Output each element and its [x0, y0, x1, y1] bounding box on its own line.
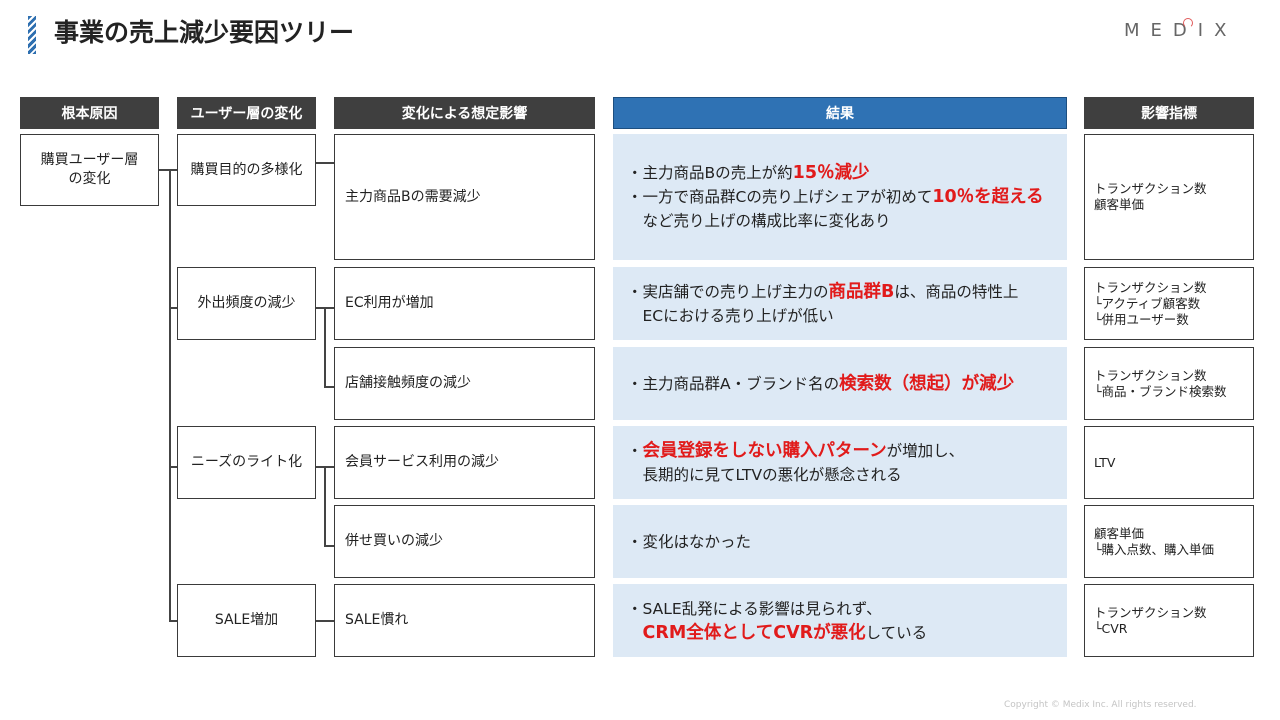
- result-text: ECにおける売り上げが低い: [627, 306, 834, 325]
- logo-accent-icon: [1183, 18, 1193, 28]
- user-change-box: 外出頻度の減少: [177, 267, 316, 340]
- metric-box: LTV: [1084, 426, 1254, 499]
- result-line: ECにおける売り上げが低い: [627, 304, 1067, 328]
- impact-box: 併せ買いの減少: [334, 505, 595, 578]
- result-text: ・実店舗での売り上げ主力の: [627, 282, 829, 301]
- result-panel: ・実店舗での売り上げ主力の商品群Bは、商品の特性上 ECにおける売り上げが低い: [613, 267, 1067, 340]
- impact-box: 会員サービス利用の減少: [334, 426, 595, 499]
- metric-box: トランザクション数 └アクティブ顧客数 └併用ユーザー数: [1084, 267, 1254, 340]
- metric-line: └商品・ブランド検索数: [1094, 383, 1227, 399]
- metric-line: 顧客単価: [1094, 197, 1145, 212]
- metric-line: └アクティブ顧客数: [1094, 295, 1201, 311]
- user-change-label: 購買目的の多様化: [190, 161, 303, 178]
- result-text: ・SALE乱発による影響は見られず、: [627, 599, 882, 618]
- impact-label: EC利用が増加: [345, 295, 434, 311]
- result-text: 長期的に見てLTVの悪化が懸念される: [627, 465, 902, 484]
- impact-box: 主力商品Bの需要減少: [334, 134, 595, 260]
- result-highlight: 15％減少: [792, 163, 870, 183]
- result-line: ・会員登録をしない購入パターンが増加し、: [627, 439, 1067, 463]
- result-line: ・主力商品群A・ブランド名の検索数（想起）が減少: [627, 372, 1067, 396]
- user-change-box: 購買目的の多様化: [177, 134, 316, 206]
- metric-line: LTV: [1094, 454, 1116, 470]
- impact-label: 店舗接触頻度の減少: [345, 375, 471, 391]
- connector-line: [315, 620, 334, 622]
- result-text: は、商品の特性上: [894, 282, 1019, 301]
- metric-line: トランザクション数: [1094, 604, 1207, 620]
- root-cause-box: 購買ユーザー層の変化: [20, 134, 159, 206]
- user-change-box: SALE増加: [177, 584, 316, 657]
- user-change-label: ニーズのライト化: [190, 454, 303, 470]
- connector-line: [315, 162, 334, 164]
- metric-box: トランザクション数 顧客単価: [1084, 134, 1254, 260]
- impact-box: EC利用が増加: [334, 267, 595, 340]
- header-impact: 変化による想定影響: [334, 97, 595, 129]
- header-user-change: ユーザー層の変化: [177, 97, 316, 129]
- result-line: CRM全体としてCVRが悪化している: [627, 621, 1067, 645]
- medix-logo: MEDIX: [1124, 20, 1238, 41]
- header-metrics: 影響指標: [1084, 97, 1254, 129]
- result-highlight: 検索数（想起）が減少: [839, 373, 1015, 394]
- copyright-notice: Copyright © Medix Inc. All rights reserv…: [1004, 700, 1197, 710]
- result-line: ・実店舗での売り上げ主力の商品群Bは、商品の特性上: [627, 280, 1067, 304]
- result-line: 長期的に見てLTVの悪化が懸念される: [627, 463, 1067, 487]
- connector-line: [169, 307, 178, 309]
- result-highlight: 会員登録をしない購入パターン: [642, 440, 887, 461]
- result-text: が増加し、: [886, 441, 965, 460]
- page-title: 事業の売上減少要因ツリー: [54, 18, 355, 47]
- result-text: など売り上げの構成比率に変化あり: [627, 212, 891, 230]
- result-panel: ・主力商品Bの売上が約15％減少 ・一方で商品群Cの売り上げシェアが初めて10％…: [613, 134, 1067, 260]
- result-panel: ・会員登録をしない購入パターンが増加し、 長期的に見てLTVの悪化が懸念される: [613, 426, 1067, 499]
- result-panel: ・主力商品群A・ブランド名の検索数（想起）が減少: [613, 347, 1067, 420]
- impact-label: 会員サービス利用の減少: [345, 454, 499, 470]
- result-text: ・: [627, 441, 643, 460]
- metric-box: トランザクション数 └CVR: [1084, 584, 1254, 657]
- metric-line: └購入点数、購入単価: [1094, 541, 1215, 557]
- impact-box: SALE慣れ: [334, 584, 595, 657]
- metric-box: 顧客単価 └購入点数、購入単価: [1084, 505, 1254, 578]
- connector-line: [324, 466, 326, 546]
- metric-line: トランザクション数: [1094, 181, 1207, 196]
- header-result: 結果: [613, 97, 1067, 129]
- result-highlight: 10％を超える: [932, 187, 1044, 207]
- result-line: など売り上げの構成比率に変化あり: [627, 209, 1067, 233]
- result-highlight: 商品群B: [828, 281, 895, 302]
- metric-line: 顧客単価: [1094, 525, 1145, 541]
- result-panel: ・変化はなかった: [613, 505, 1067, 578]
- result-text: ・変化はなかった: [627, 532, 752, 551]
- result-text: ・主力商品群A・ブランド名の: [627, 374, 840, 393]
- connector-line: [169, 169, 171, 621]
- result-line: ・SALE乱発による影響は見られず、: [627, 597, 1067, 621]
- connector-line: [324, 545, 334, 547]
- result-text: している: [865, 623, 928, 642]
- impact-label: SALE慣れ: [345, 612, 409, 628]
- result-line: ・主力商品Bの売上が約15％減少: [627, 161, 1067, 185]
- connector-line: [169, 169, 178, 171]
- result-text: ・主力商品Bの売上が約: [627, 164, 793, 182]
- connector-line: [169, 466, 178, 468]
- user-change-label: SALE増加: [214, 612, 279, 628]
- user-change-label: 外出頻度の減少: [197, 295, 296, 311]
- result-text: [627, 624, 643, 642]
- metric-line: トランザクション数: [1094, 279, 1207, 295]
- connector-line: [158, 169, 170, 171]
- metric-line: └併用ユーザー数: [1094, 311, 1189, 327]
- user-change-box: ニーズのライト化: [177, 426, 316, 499]
- connector-line: [324, 307, 326, 387]
- header-root-cause: 根本原因: [20, 97, 159, 129]
- connector-line: [324, 386, 334, 388]
- impact-box: 店舗接触頻度の減少: [334, 347, 595, 420]
- title-accent-bar: [28, 16, 36, 54]
- result-highlight: CRM全体としてCVRが悪化: [642, 622, 866, 643]
- result-panel: ・SALE乱発による影響は見られず、 CRM全体としてCVRが悪化している: [613, 584, 1067, 657]
- metric-box: トランザクション数 └商品・ブランド検索数: [1084, 347, 1254, 420]
- metric-line: └CVR: [1094, 620, 1128, 636]
- result-line: ・一方で商品群Cの売り上げシェアが初めて10％を超える: [627, 185, 1067, 209]
- connector-line: [169, 620, 178, 622]
- root-cause-label: 購買ユーザー層の変化: [40, 152, 139, 187]
- impact-label: 併せ買いの減少: [345, 533, 443, 549]
- result-line: ・変化はなかった: [627, 530, 1067, 554]
- impact-label: 主力商品Bの需要減少: [345, 188, 481, 205]
- result-text: ・一方で商品群Cの売り上げシェアが初めて: [627, 188, 933, 206]
- metric-line: トランザクション数: [1094, 367, 1207, 383]
